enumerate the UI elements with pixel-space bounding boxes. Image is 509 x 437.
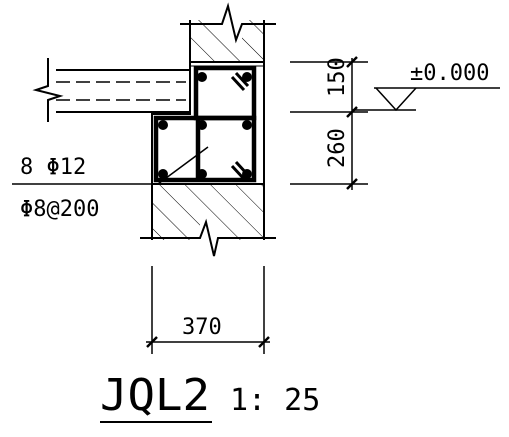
main-bars	[158, 72, 252, 179]
rebar-dot	[197, 72, 207, 82]
rebar-dot	[197, 120, 207, 130]
rebar-dot	[242, 169, 252, 179]
rebar-dot	[242, 120, 252, 130]
stirrup-note: Φ8@200	[20, 197, 99, 222]
elevation-mark	[352, 87, 500, 112]
lower-stirrup	[153, 115, 257, 183]
main-bar-note: 8 Φ12	[20, 155, 86, 180]
rebar-dot	[158, 120, 168, 130]
floor-slab	[32, 58, 190, 122]
elevation-label: ±0.000	[410, 61, 489, 86]
rebar-dot	[158, 169, 168, 179]
vertical-dimension	[290, 56, 368, 190]
dim-150: 150	[325, 57, 350, 97]
lower-wall	[140, 184, 276, 258]
horizontal-dimension	[146, 266, 270, 354]
rebar-leader	[12, 146, 209, 185]
drawing-title: JQL2	[100, 370, 210, 421]
rebar-dot	[242, 72, 252, 82]
dim-260: 260	[325, 128, 350, 168]
drawing-scale: 1: 25	[230, 383, 320, 418]
rebar-dot	[197, 169, 207, 179]
dim-370: 370	[182, 315, 222, 340]
